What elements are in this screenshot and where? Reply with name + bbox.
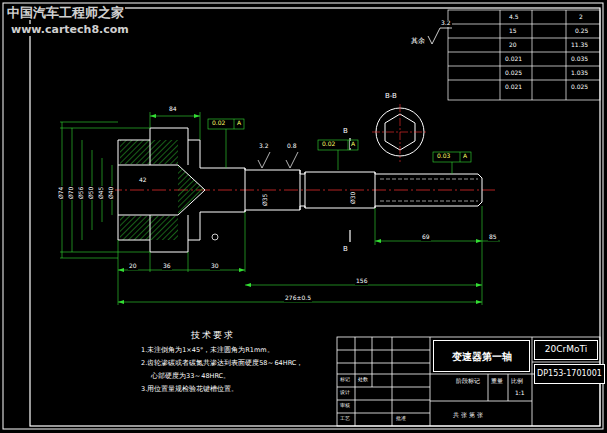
dimension-text: 4.5 <box>508 14 520 21</box>
dimension-text: Ø74 <box>58 186 65 200</box>
title-block-cell: DP153-1701001 <box>534 364 605 384</box>
dimension-text: 比例 <box>510 378 524 384</box>
dimension-text: Ø56 <box>78 186 85 200</box>
dimension-text: 42 <box>138 177 148 184</box>
dimension-text: Ø40 <box>108 186 115 200</box>
dimension-text: 其余 <box>410 38 426 46</box>
dimension-text: Ø70 <box>68 186 75 200</box>
dimension-text: 156 <box>355 278 368 285</box>
dimension-text: B-B <box>384 93 398 101</box>
dimension-text: 设计 <box>339 390 351 396</box>
note-text: 心部硬度为33～48HRC。 <box>150 373 231 380</box>
dimension-text: 3.2 <box>440 20 452 27</box>
title-block-cell: 20CrMoTi <box>534 340 598 360</box>
cell-text: DP153-1701001 <box>537 370 602 379</box>
dimension-text: 1.035 <box>570 70 589 77</box>
watermark: www.cartech8.com <box>10 24 130 36</box>
dimension-text: 0.021 <box>504 56 523 63</box>
dimension-text: 0.021 <box>504 84 523 91</box>
watermark: 中国汽车工程师之家 <box>6 6 125 20</box>
dimension-text: A <box>462 153 468 160</box>
dimension-text: 36 <box>162 263 172 270</box>
dimension-text: Ø35 <box>262 193 269 207</box>
dimension-text: B <box>342 128 349 136</box>
note-text: 技术要求 <box>190 331 236 341</box>
dimension-text: 69 <box>421 234 431 241</box>
dimension-text: 276±0.5 <box>284 295 312 302</box>
dimension-text: 共 张 第 张 <box>452 412 484 419</box>
dimension-text: B <box>342 246 349 254</box>
dimension-text: 0.03 <box>436 153 451 160</box>
dimension-text: 0.25 <box>574 28 589 35</box>
dimension-text: 0.02 <box>321 141 336 148</box>
dimension-text: Ø45 <box>98 186 105 200</box>
dimension-text: Ø50 <box>88 186 95 200</box>
dimension-text: 阶段标记 <box>455 378 481 385</box>
dimension-text: 20 <box>128 263 138 270</box>
dimension-text: 84 <box>168 106 178 113</box>
dimension-text: 15 <box>508 28 518 35</box>
dimension-text: 11.35 <box>570 42 589 49</box>
cell-text: 变速器第一轴 <box>452 351 512 362</box>
dimension-text: 审核 <box>339 403 351 409</box>
title-block-cell: 变速器第一轴 <box>433 340 530 372</box>
dimension-text: A <box>350 141 356 148</box>
dimension-text: 85 <box>488 234 498 241</box>
dimension-text: 工艺 <box>339 416 351 422</box>
note-text: 2.齿轮渗碳或者碳氮共渗达到表面硬度58～64HRC， <box>140 360 304 367</box>
dimension-text: 处数 <box>357 377 369 383</box>
note-text: 3.用位置量规检验花键槽位置。 <box>140 386 239 393</box>
dimension-text: 0.025 <box>570 84 589 91</box>
dimension-text: 1:1 <box>514 390 526 397</box>
dimension-text: 30 <box>210 263 220 270</box>
dimension-text: Ø30 <box>350 191 357 205</box>
dimension-text: A <box>236 120 242 127</box>
note-text: 1.未注倒角为1×45°，未注圆角为R1mm。 <box>140 347 275 354</box>
dimension-text: 20 <box>508 42 518 49</box>
dimension-text: 重量 <box>490 378 504 384</box>
dimension-text: 标记 <box>339 377 351 383</box>
dimension-text: 0.025 <box>504 70 523 77</box>
dimension-text: 3.2 <box>258 143 270 150</box>
cell-text: 20CrMoTi <box>545 345 587 355</box>
dimension-text: 0.8 <box>286 143 298 150</box>
dimension-text: 2 <box>578 14 584 21</box>
dimension-text: 0.035 <box>570 56 589 63</box>
dimension-text: 批准 <box>395 416 407 422</box>
dimension-text: 0.02 <box>211 120 226 127</box>
